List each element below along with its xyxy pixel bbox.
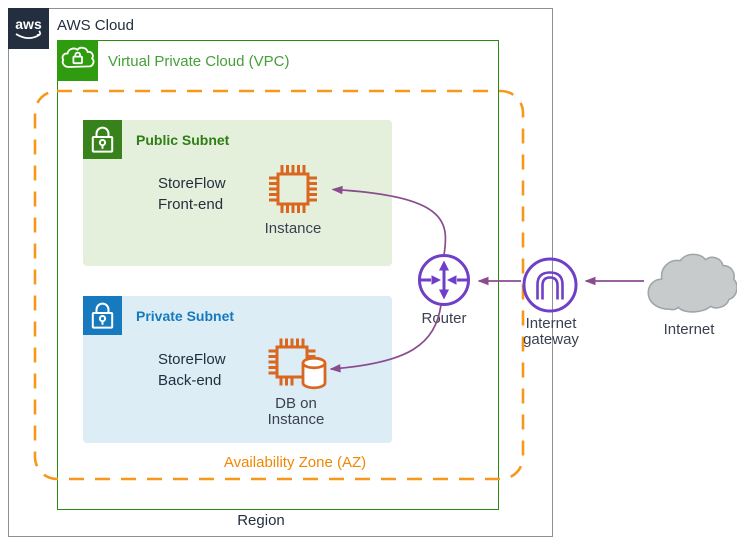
public-subnet-text-line2: Front-end bbox=[158, 196, 224, 213]
private-subnet-group: Private Subnet StoreFlow Back-end bbox=[83, 296, 392, 443]
instance-label: Instance bbox=[264, 220, 322, 237]
router-icon bbox=[416, 252, 472, 308]
router-label: Router bbox=[421, 310, 467, 327]
internet-gateway-icon bbox=[521, 256, 579, 314]
public-subnet-text-line1: StoreFlow bbox=[158, 175, 226, 192]
availability-zone-label: Availability Zone (AZ) bbox=[223, 454, 367, 471]
aws-logo-icon: aws bbox=[8, 8, 49, 49]
vpc-label: Virtual Private Cloud (VPC) bbox=[108, 53, 290, 70]
internet-gateway-label-line2: gateway bbox=[523, 331, 579, 348]
instance-chip-icon bbox=[265, 161, 321, 217]
private-subnet-label: Private Subnet bbox=[136, 308, 235, 324]
public-subnet-text: StoreFlow Front-end bbox=[158, 173, 226, 215]
db-on-instance-label-line2: Instance bbox=[267, 411, 325, 428]
internet-gateway-label-line1: Internet bbox=[525, 315, 577, 332]
private-subnet-text-line2: Back-end bbox=[158, 372, 222, 389]
internet-label: Internet bbox=[663, 321, 715, 338]
vpc-icon bbox=[57, 40, 98, 81]
db-on-instance-icon bbox=[266, 336, 328, 392]
private-subnet-text: StoreFlow Back-end bbox=[158, 349, 226, 391]
public-subnet-group: Public Subnet StoreFlow Front-end bbox=[83, 120, 392, 266]
public-subnet-lock-icon bbox=[83, 120, 122, 159]
svg-text:aws: aws bbox=[15, 16, 42, 32]
public-subnet-label: Public Subnet bbox=[136, 132, 230, 148]
region-label: Region bbox=[237, 512, 285, 529]
aws-cloud-label: AWS Cloud bbox=[57, 17, 134, 34]
internet-cloud-icon bbox=[643, 250, 737, 318]
db-on-instance-label-line1: DB on bbox=[275, 395, 317, 412]
private-subnet-lock-icon bbox=[83, 296, 122, 335]
private-subnet-text-line1: StoreFlow bbox=[158, 351, 226, 368]
